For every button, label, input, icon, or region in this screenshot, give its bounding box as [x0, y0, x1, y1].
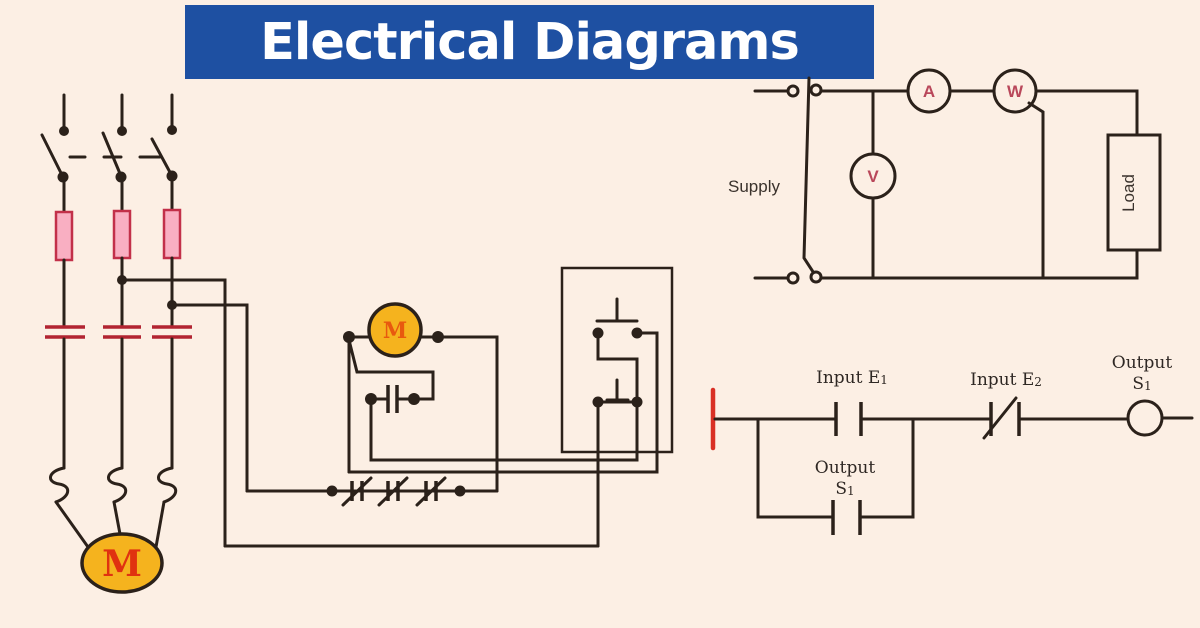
load-icon: Load	[1106, 133, 1162, 252]
motor-icon: M	[80, 532, 164, 594]
supply-stub-wires	[59, 93, 177, 136]
input-e2-label: Input E2	[970, 370, 1042, 390]
overload-relay-icons	[49, 466, 178, 504]
fuse-icons	[54, 208, 182, 262]
wattmeter-label: W	[1007, 82, 1024, 101]
input-e1-label: Input E1	[816, 368, 888, 388]
overload-contact-row-icon	[245, 476, 499, 507]
three-phase-starter-diagram: M	[40, 93, 249, 594]
supply-label: Supply	[728, 177, 780, 196]
wattmeter-icon: W	[992, 68, 1038, 114]
holding-contact-icon	[365, 385, 420, 413]
output-coil-icon	[1126, 399, 1194, 437]
title-banner: Electrical Diagrams	[185, 5, 874, 79]
output-branch-label-line1: Output	[815, 458, 876, 478]
voltmeter-label: V	[867, 167, 879, 186]
voltmeter-icon: V	[849, 89, 897, 280]
stop-button-icon	[592, 378, 643, 408]
output-coil-label-line1: Output	[1112, 353, 1173, 373]
ammeter-icon: A	[906, 68, 952, 114]
disconnect-switch-icon	[40, 131, 178, 183]
seal-in-branch	[756, 417, 915, 535]
motor-label: M	[102, 543, 142, 585]
input-e1-contact-icon	[834, 402, 863, 436]
ammeter-label: A	[923, 82, 935, 101]
ladder-logic-diagram: Input E1 Input E2 Output S1 Output S1	[710, 353, 1194, 535]
output-branch-label-line2: S1	[835, 479, 854, 499]
page-title: Electrical Diagrams	[260, 12, 800, 72]
pushbutton-station-box	[560, 266, 674, 548]
control-circuit-diagram: M	[223, 266, 674, 548]
double-pole-switch-icon	[753, 76, 823, 285]
coil-label: M	[383, 318, 407, 344]
contactor-coil-icon: M	[367, 302, 423, 358]
control-tap-wires	[120, 278, 249, 548]
output-coil-label-line2: S1	[1132, 374, 1151, 394]
input-e2-contact-icon	[982, 396, 1021, 440]
metering-circuit-diagram: Supply A W V Load	[728, 68, 1162, 285]
load-label: Load	[1119, 174, 1138, 212]
start-button-icon	[592, 297, 643, 339]
contactor-main-contacts-icon	[45, 325, 192, 339]
